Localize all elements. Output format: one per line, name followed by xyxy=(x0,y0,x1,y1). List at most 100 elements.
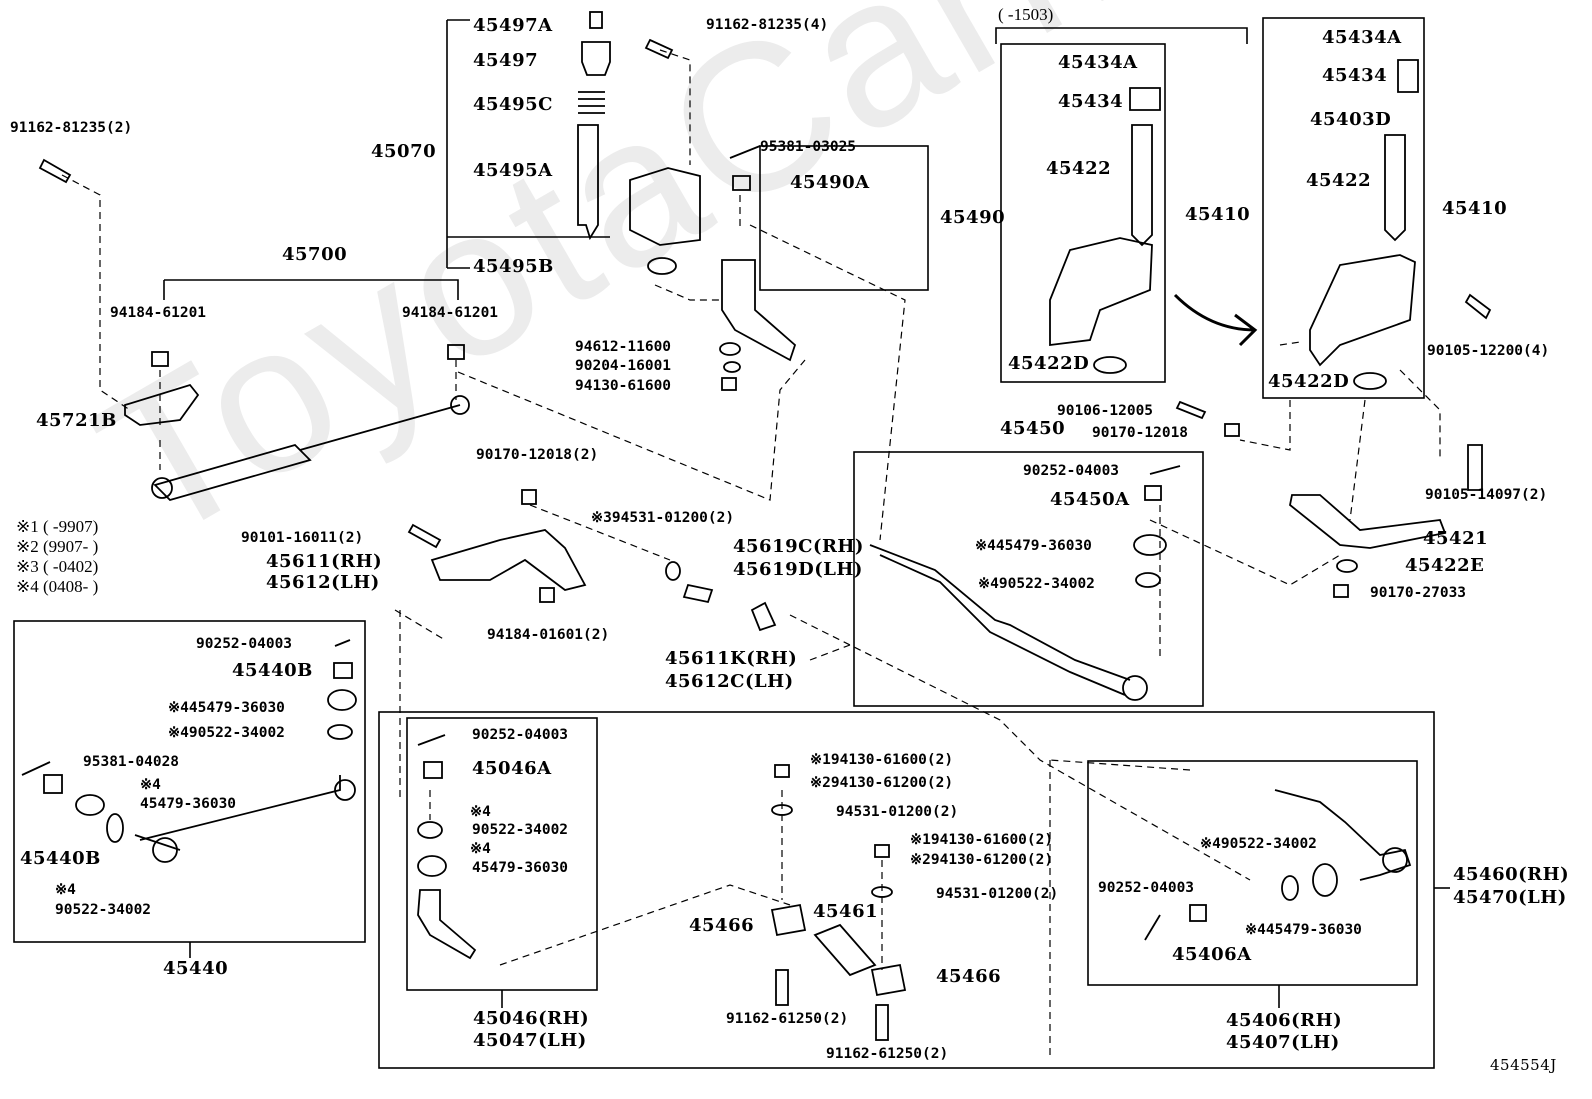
callout[interactable]: ※4 xyxy=(470,804,491,820)
callout[interactable]: 45410 xyxy=(1185,204,1251,225)
callout[interactable]: ※490522-34002 xyxy=(168,725,285,741)
callout[interactable]: ※4 xyxy=(140,777,161,793)
callout[interactable]: 91162-81235(4) xyxy=(706,17,829,33)
callout[interactable]: ※194130-61600(2) xyxy=(910,832,1054,848)
callout[interactable]: 45495B xyxy=(473,256,554,277)
callout[interactable]: 94184-61201 xyxy=(402,305,499,321)
callout[interactable]: 90522-34002 xyxy=(472,822,569,838)
callout[interactable]: 45612C(LH) xyxy=(665,671,794,692)
callout[interactable]: 45619C(RH) xyxy=(733,536,864,557)
callout[interactable]: ※4 xyxy=(470,841,491,857)
callout[interactable]: ※490522-34002 xyxy=(1200,836,1317,852)
boot-45479-45046 xyxy=(417,855,447,877)
callout[interactable]: 95381-03025 xyxy=(760,139,857,155)
callout[interactable]: 45403D xyxy=(1310,109,1392,130)
callout[interactable]: 45406A xyxy=(1172,944,1252,965)
callout[interactable]: ※294130-61200(2) xyxy=(910,852,1054,868)
callout[interactable]: 45440B xyxy=(232,660,313,681)
callout[interactable]: 45434 xyxy=(1058,91,1124,112)
callout[interactable]: 45047(LH) xyxy=(473,1030,587,1051)
damper-45700 xyxy=(153,404,461,502)
callout[interactable]: 45434A xyxy=(1058,52,1138,73)
callout[interactable]: 90106-12005 xyxy=(1057,403,1154,419)
callout[interactable]: 90252-04003 xyxy=(1023,463,1120,479)
callout[interactable]: 45461 xyxy=(813,901,879,922)
callout[interactable]: 45490 xyxy=(940,207,1006,228)
callout[interactable]: 90252-04003 xyxy=(196,636,293,652)
callout[interactable]: 45440B xyxy=(20,848,101,869)
clamp-45466-a xyxy=(770,903,807,937)
callout[interactable]: 45497A xyxy=(473,15,553,36)
callout[interactable]: ※4 xyxy=(55,882,76,898)
callout[interactable]: 90170-27033 xyxy=(1370,585,1467,601)
callout[interactable]: 45479-36030 xyxy=(140,796,237,812)
callout[interactable]: 45450 xyxy=(1000,418,1066,439)
callout[interactable]: 45422 xyxy=(1046,158,1112,179)
callout[interactable]: 91162-61250(2) xyxy=(726,1011,849,1027)
callout[interactable]: 45046A xyxy=(472,758,552,779)
callout[interactable]: 45422D xyxy=(1268,371,1350,392)
callout[interactable]: 45440 xyxy=(163,958,229,979)
callout[interactable]: 94531-01200(2) xyxy=(936,886,1059,902)
callout[interactable]: 90522-34002 xyxy=(55,902,152,918)
callout[interactable]: 45466 xyxy=(689,915,755,936)
callout[interactable]: 45422D xyxy=(1008,353,1090,374)
callout[interactable]: 45450A xyxy=(1050,489,1130,510)
callout[interactable]: ※194130-61600(2) xyxy=(810,752,954,768)
callout[interactable]: 90204-16001 xyxy=(575,358,672,374)
callout[interactable]: 94130-61600 xyxy=(575,378,672,394)
callout[interactable]: 94184-61201 xyxy=(110,305,207,321)
callout[interactable]: ※445479-36030 xyxy=(975,538,1092,554)
callout[interactable]: 91162-61250(2) xyxy=(826,1046,949,1062)
nut-94184-right xyxy=(447,344,465,360)
callout[interactable]: 45479-36030 xyxy=(472,860,569,876)
callout[interactable]: 45434A xyxy=(1322,27,1402,48)
callout[interactable]: 90252-04003 xyxy=(1098,880,1195,896)
callout[interactable]: 94531-01200(2) xyxy=(836,804,959,820)
callout[interactable]: 95381-04028 xyxy=(83,754,180,770)
callout[interactable]: ※490522-34002 xyxy=(978,576,1095,592)
callout[interactable]: 45422 xyxy=(1306,170,1372,191)
tie-rod-end-45406 xyxy=(1274,789,1412,881)
callout[interactable]: 94184-01601(2) xyxy=(487,627,610,643)
callout[interactable]: ※445479-36030 xyxy=(1245,922,1362,938)
callout[interactable]: ※294130-61200(2) xyxy=(810,775,954,791)
callout[interactable]: 45612(LH) xyxy=(266,572,380,593)
callout[interactable]: 45070 xyxy=(371,141,437,162)
callout[interactable]: ※445479-36030 xyxy=(168,700,285,716)
callout[interactable]: 94612-11600 xyxy=(575,339,672,355)
legend-item: ※1 ( -9907) xyxy=(16,517,99,536)
callout[interactable]: 45495A xyxy=(473,160,553,181)
callout[interactable]: 91162-81235(2) xyxy=(10,120,133,136)
callout[interactable]: 45406(RH) xyxy=(1226,1010,1343,1031)
callout[interactable]: 45407(LH) xyxy=(1226,1032,1340,1053)
callout[interactable]: 45611K(RH) xyxy=(665,648,798,669)
callout[interactable]: 45470(LH) xyxy=(1453,887,1567,908)
plug-45434-late xyxy=(1397,59,1419,93)
callout[interactable]: 45046(RH) xyxy=(473,1008,590,1029)
callout[interactable]: 90170-12018(2) xyxy=(476,447,599,463)
callout[interactable]: 45421 xyxy=(1423,528,1489,549)
nut-94184-left xyxy=(151,351,169,367)
callout[interactable]: 45460(RH) xyxy=(1453,864,1570,885)
callout[interactable]: 90105-14097(2) xyxy=(1425,487,1548,503)
callout[interactable]: ※394531-01200(2) xyxy=(591,510,735,526)
callout[interactable]: 45497 xyxy=(473,50,539,71)
callout[interactable]: 90252-04003 xyxy=(472,727,569,743)
callout[interactable]: 45434 xyxy=(1322,65,1388,86)
callout[interactable]: 45490A xyxy=(790,172,870,193)
callout[interactable]: 45410 xyxy=(1442,198,1508,219)
callout[interactable]: 45619D(LH) xyxy=(733,559,863,580)
callout[interactable]: 45721B xyxy=(36,410,117,431)
callout[interactable]: 45700 xyxy=(282,244,348,265)
callout[interactable]: 45611(RH) xyxy=(266,551,383,572)
callout[interactable]: 45495C xyxy=(473,94,553,115)
callout[interactable]: 90105-12200(4) xyxy=(1427,343,1550,359)
box-45410-early xyxy=(1000,43,1166,383)
callout[interactable]: 90170-12018 xyxy=(1092,425,1189,441)
callout[interactable]: 45466 xyxy=(936,966,1002,987)
callout[interactable]: 45422E xyxy=(1405,555,1485,576)
spring-90522-left xyxy=(106,813,124,843)
callout[interactable]: 90101-16011(2) xyxy=(241,530,364,546)
